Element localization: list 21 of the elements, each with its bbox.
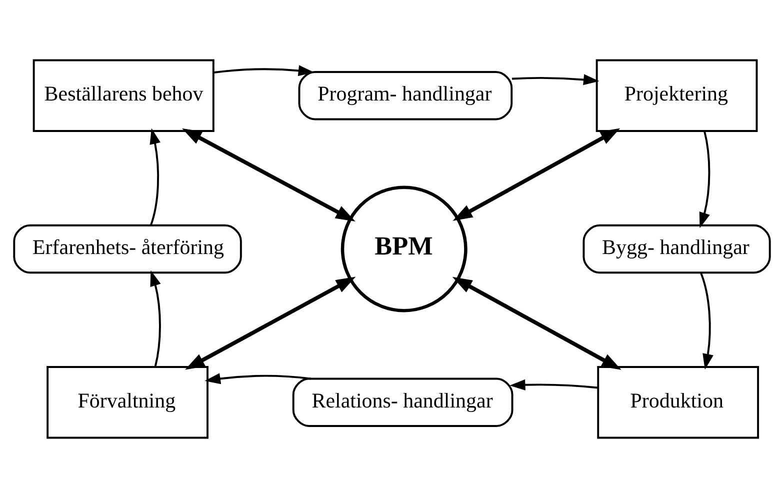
node-box: Beställarens behov xyxy=(32,58,214,132)
arrow xyxy=(452,276,622,370)
node-box: Erfarenhets- återföring xyxy=(13,224,242,274)
node-box: Relations- handlingar xyxy=(292,377,514,426)
arrow xyxy=(182,128,356,222)
node-box: Förvaltning xyxy=(46,366,208,438)
node-box: Produktion xyxy=(597,366,760,438)
arrow xyxy=(700,272,714,370)
node-box: Projektering xyxy=(596,58,758,132)
arrow xyxy=(510,378,598,390)
arrow xyxy=(699,130,710,228)
arrow xyxy=(150,128,160,226)
node-box: Program- handlingar xyxy=(298,70,513,120)
arrow xyxy=(150,270,161,366)
arrow xyxy=(214,64,314,76)
arrow xyxy=(452,128,620,220)
node-circle: BPM xyxy=(340,185,468,312)
arrow xyxy=(512,74,600,85)
arrow xyxy=(204,372,312,384)
arrow xyxy=(185,276,356,370)
node-box: Bygg- handlingar xyxy=(582,224,771,274)
